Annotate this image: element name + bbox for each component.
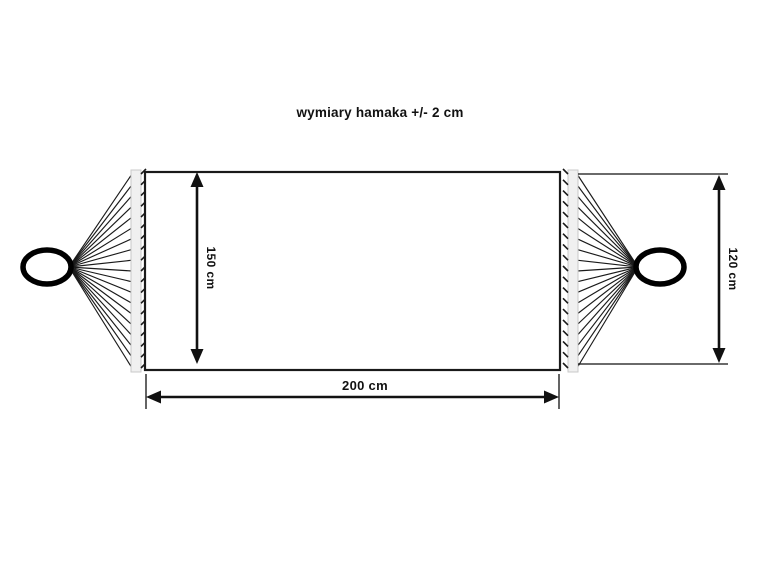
suspension-cord	[68, 266, 133, 272]
spreader-eyelet	[562, 179, 569, 186]
right-spreader-bar	[562, 168, 579, 373]
suspension-cord	[68, 266, 133, 294]
suspension-cord	[68, 266, 133, 347]
spreader-eyelet	[562, 319, 569, 326]
suspension-cord	[576, 266, 639, 283]
diagram-title: wymiary hamaka +/- 2 cm	[295, 105, 463, 120]
spreader-eyelet	[562, 308, 569, 315]
suspension-cord	[576, 184, 639, 268]
suspension-cord	[68, 205, 133, 268]
suspension-cord	[576, 195, 639, 268]
suspension-cord	[576, 238, 639, 268]
suspension-cord	[576, 266, 639, 294]
arrow-head-up-120	[712, 175, 726, 190]
suspension-cord	[576, 227, 639, 268]
suspension-cord	[576, 205, 639, 268]
spreader-eyelet	[140, 168, 147, 175]
width-dimension-label: 200 cm	[342, 378, 388, 393]
suspension-cord	[68, 248, 133, 268]
overall-height-dimension-label: 120 cm	[726, 247, 740, 290]
spreader-eyelet	[562, 276, 569, 283]
spreader-eyelet	[562, 189, 569, 197]
right-suspension-cords	[576, 173, 639, 369]
height-dimension-label: 150 cm	[204, 246, 218, 289]
suspension-cord	[68, 266, 133, 337]
arrow-head-down-120	[712, 348, 726, 363]
suspension-cord	[68, 266, 133, 304]
suspension-cord	[576, 173, 639, 268]
hammock-body	[143, 170, 562, 372]
suspension-cord	[576, 259, 639, 268]
suspension-cord	[68, 259, 133, 268]
suspension-cord	[68, 195, 133, 268]
spreader-eyelet	[562, 233, 569, 240]
right-spreader-eyelets	[562, 168, 569, 369]
spreader-eyelet	[562, 340, 569, 348]
suspension-cord	[576, 266, 639, 272]
suspension-cord	[576, 216, 639, 268]
arrow-head-right-200	[544, 390, 559, 404]
arrow-head-up-150	[190, 172, 204, 187]
overall-height-dimension-120: 120 cm	[578, 173, 740, 365]
suspension-cord	[576, 248, 639, 268]
spreader-eyelet	[562, 168, 569, 175]
spreader-eyelet	[562, 265, 569, 272]
left-spreader-bar	[130, 168, 147, 373]
spreader-eyelet	[562, 243, 569, 251]
suspension-cord	[576, 266, 639, 337]
arrow-head-down-150	[190, 349, 204, 364]
suspension-cord	[68, 173, 133, 268]
suspension-cord	[68, 216, 133, 268]
suspension-cord	[576, 266, 639, 347]
suspension-cord	[68, 266, 133, 369]
spreader-eyelet	[562, 351, 569, 358]
suspension-cord	[68, 227, 133, 268]
suspension-cord	[68, 266, 133, 358]
suspension-cord	[68, 266, 133, 315]
spreader-eyelet	[562, 286, 569, 294]
suspension-cord	[68, 266, 133, 283]
spreader-eyelet	[562, 211, 569, 218]
right-suspension-ring	[633, 247, 687, 287]
spreader-eyelet	[562, 254, 569, 261]
suspension-cord	[68, 266, 133, 326]
left-suspension-ring	[20, 247, 74, 287]
arrow-head-left-200	[146, 390, 161, 404]
left-suspension-cords	[68, 173, 133, 369]
width-dimension-200: 200 cm	[145, 374, 560, 409]
suspension-cord	[576, 266, 639, 326]
spreader-eyelet	[562, 297, 569, 304]
suspension-cord	[68, 184, 133, 268]
suspension-cord	[576, 266, 639, 369]
spreader-eyelet	[562, 362, 569, 369]
suspension-cord	[68, 238, 133, 268]
suspension-cord	[576, 266, 639, 304]
spreader-eyelet	[562, 330, 569, 337]
suspension-cord	[576, 266, 639, 358]
suspension-cord	[576, 266, 639, 315]
spreader-eyelet	[562, 200, 569, 207]
spreader-eyelet	[562, 222, 569, 229]
height-dimension-150: 150 cm	[190, 172, 218, 364]
